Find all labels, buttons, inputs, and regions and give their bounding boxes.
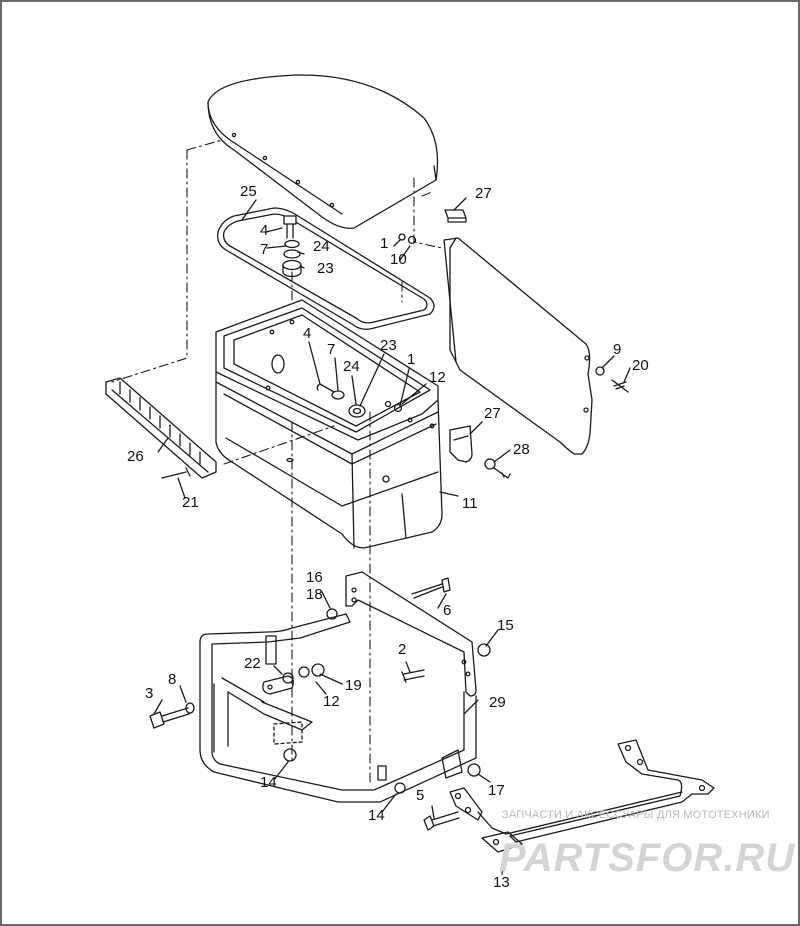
callout-22: 22: [244, 655, 261, 672]
callout-16: 16: [306, 569, 323, 586]
callout-23-top: 23: [317, 260, 334, 277]
callout-1-box: 1: [407, 351, 416, 368]
callout-12-rail: 12: [323, 693, 340, 710]
key-28: [484, 458, 511, 479]
lid-seal: [217, 207, 435, 330]
callout-25: 25: [240, 183, 257, 200]
callout-14-left: 14: [260, 774, 277, 791]
hinge-26: [105, 377, 217, 479]
saddlebag-box: [215, 299, 443, 549]
callout-19: 19: [345, 677, 362, 694]
callout-23-box: 23: [380, 337, 397, 354]
callout-8: 8: [168, 671, 177, 688]
callout-29: 29: [489, 694, 506, 711]
watermark-tagline: ЗАПЧАСТИ И АКСЕССУАРЫ ДЛЯ МОТОТЕХНИКИ: [502, 809, 770, 821]
callout-20: 20: [632, 357, 649, 374]
callout-14-right: 14: [368, 807, 385, 824]
callout-13: 13: [493, 874, 510, 891]
callout-28: 28: [513, 441, 530, 458]
guard-rail-29: [199, 613, 477, 803]
callout-15: 15: [497, 617, 514, 634]
catch-27-top: [444, 209, 467, 223]
bolt-6: [411, 577, 451, 599]
callout-9: 9: [613, 341, 622, 358]
side-panel: [443, 237, 593, 455]
callout-3: 3: [145, 685, 154, 702]
watermark-logo: PARTSFOR.RU: [499, 836, 796, 880]
callout-21: 21: [182, 494, 199, 511]
callout-17: 17: [488, 782, 505, 799]
callout-24-top: 24: [313, 238, 330, 255]
callout-26: 26: [127, 448, 144, 465]
callout-11: 11: [462, 495, 478, 512]
callout-27-side: 27: [484, 405, 501, 422]
callout-12-box: 12: [429, 369, 446, 386]
callout-1-top: 1: [380, 235, 389, 252]
callout-6: 6: [443, 602, 452, 619]
catch-27-side: [449, 425, 473, 463]
lid: [207, 74, 439, 229]
bolt-3: [149, 707, 190, 729]
support-bracket-13: [449, 739, 715, 853]
callout-4-top: 4: [260, 222, 269, 239]
callout-5: 5: [416, 787, 425, 804]
bracket-plate: [345, 571, 477, 697]
rivet-21: [161, 467, 191, 479]
bolt-5: [423, 811, 460, 831]
callout-7-box: 7: [327, 341, 336, 358]
callout-18: 18: [306, 586, 323, 603]
bolt-2: [401, 669, 425, 683]
callout-4-box: 4: [303, 325, 312, 342]
callout-10: 10: [390, 251, 407, 268]
bolt-4-top: [283, 215, 297, 239]
callout-2: 2: [398, 641, 407, 658]
callout-24-box: 24: [343, 358, 360, 375]
callout-7-top: 7: [260, 241, 269, 258]
callout-27-top: 27: [475, 185, 492, 202]
